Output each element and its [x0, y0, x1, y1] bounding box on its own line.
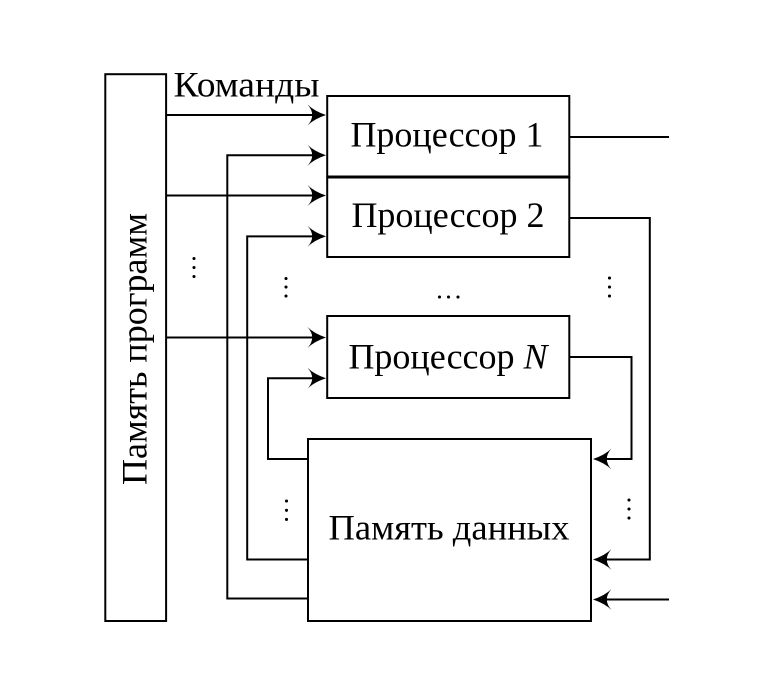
svg-text:Память программ: Память программ — [114, 213, 154, 485]
svg-text:Команды: Команды — [174, 65, 320, 105]
svg-text:Процессор 2: Процессор 2 — [351, 195, 544, 235]
svg-text:Память данных: Память данных — [329, 508, 570, 548]
svg-text:Процессор 1: Процессор 1 — [350, 115, 543, 155]
svg-text:Процессор N: Процессор N — [348, 337, 549, 377]
